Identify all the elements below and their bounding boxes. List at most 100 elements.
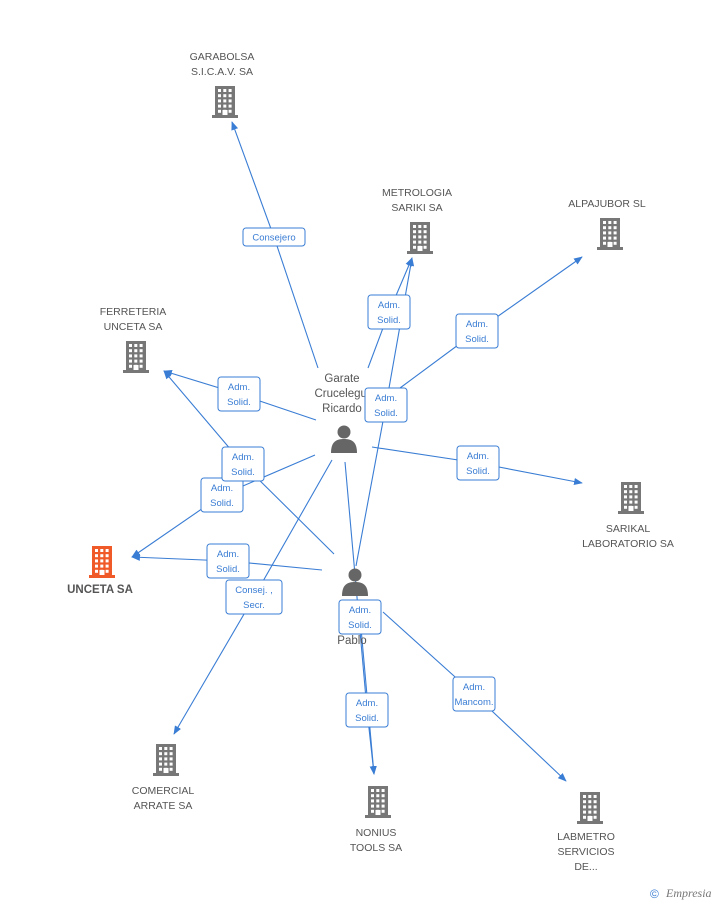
- company-node-unceta[interactable]: UNCETA SA: [67, 546, 133, 596]
- company-label-line: ALPAJUBOR SL: [568, 198, 646, 210]
- relation-label-ricardo-comercial[interactable]: Consej. , Secr.: [225, 579, 283, 615]
- brand-logo-text: Empresia: [665, 886, 712, 900]
- relation-label-pablo-ferreteria[interactable]: Adm.Solid.: [221, 446, 265, 482]
- company-label-line: TOOLS SA: [350, 842, 402, 854]
- relation-text-line: Adm.: [463, 682, 485, 693]
- company-node-nonius[interactable]: NONIUS TOOLS SA: [350, 786, 402, 854]
- relation-text: Adm.Solid.: [466, 451, 490, 477]
- relation-text-line: Adm.: [211, 483, 233, 494]
- relation-label-ricardo-unceta[interactable]: Adm. Solid.: [200, 477, 244, 513]
- person-label-line: Garate: [324, 373, 359, 385]
- company-label-line: METROLOGIA: [382, 187, 452, 199]
- relation-text-line: Adm.: [356, 698, 378, 709]
- person-icon: [331, 425, 357, 453]
- company-label[interactable]: ALPAJUBOR SL: [568, 198, 646, 210]
- building-icon: [123, 341, 149, 373]
- person-icon: [342, 568, 368, 596]
- relation-text-line: Solid.: [465, 334, 489, 345]
- relation-label-ricardo-nonius[interactable]: Adm. Solid.: [345, 692, 389, 728]
- relation-text-line: Solid.: [216, 564, 240, 575]
- relation-text: Adm. Solid.: [210, 483, 234, 509]
- company-node-ferreteria[interactable]: FERRETERIA UNCETA SA: [100, 306, 167, 373]
- relation-text-line: Adm.: [466, 319, 488, 330]
- company-label-line: UNCETA SA: [104, 321, 163, 333]
- building-icon: [407, 222, 433, 254]
- building-icon: [212, 86, 238, 118]
- person-label-line: Crucelegui: [315, 388, 370, 400]
- company-label-line: ARRATE SA: [134, 800, 193, 812]
- company-label-line: COMERCIAL: [132, 785, 195, 797]
- relation-label-pablo-labmetro[interactable]: Adm. Mancom.: [452, 676, 496, 712]
- company-label[interactable]: NONIUS TOOLS SA: [350, 827, 402, 854]
- relation-box: [206, 543, 250, 579]
- relation-text: Adm.Solid.: [374, 393, 398, 419]
- relation-text-line: Consejero: [252, 233, 295, 244]
- relation-box: [242, 227, 306, 247]
- person-label-line: Pablo: [337, 635, 366, 647]
- relation-label-pablo-unceta[interactable]: Adm. Solid.: [206, 543, 250, 579]
- company-label[interactable]: FERRETERIA UNCETA SA: [100, 306, 167, 333]
- building-icon: [89, 546, 115, 578]
- relation-label-pablo-metrologia[interactable]: Adm.Solid.: [364, 387, 408, 423]
- company-label-line: DE...: [574, 861, 597, 873]
- relation-text-line: Consej. ,: [235, 585, 273, 596]
- relation-box: [364, 387, 408, 423]
- relation-box: [455, 313, 499, 349]
- relation-text-line: Solid.: [231, 467, 255, 478]
- relation-box: [367, 294, 411, 330]
- company-label-line: S.I.C.A.V. SA: [191, 66, 253, 78]
- relation-box: [456, 445, 500, 481]
- company-label[interactable]: UNCETA SA: [67, 584, 133, 596]
- relation-text-line: Solid.: [355, 713, 379, 724]
- relation-text-line: Solid.: [348, 620, 372, 631]
- relation-text-line: Adm.: [349, 605, 371, 616]
- relation-label-ricardo-alpajubor[interactable]: Adm. Solid.: [455, 313, 499, 349]
- relation-label-ricardo-sarikal[interactable]: Adm.Solid.: [456, 445, 500, 481]
- edges-layer: [131, 121, 583, 782]
- company-label-line: NONIUS: [356, 827, 397, 839]
- relation-box: [338, 599, 382, 635]
- relation-text: Adm. Mancom.: [454, 682, 493, 708]
- relation-label-pablo-nonius[interactable]: Adm. Solid.: [338, 599, 382, 635]
- relation-text-line: Mancom.: [454, 697, 493, 708]
- relation-text: Consej. , Secr.: [235, 585, 273, 611]
- footer: © Empresia: [650, 886, 712, 901]
- relation-box: [345, 692, 389, 728]
- company-label-line: FERRETERIA: [100, 306, 167, 318]
- relation-label-ricardo-ferreteria[interactable]: Adm.Solid.: [217, 376, 261, 412]
- relation-text-line: Solid.: [227, 397, 251, 408]
- relation-label-ricardo-metrologia[interactable]: Adm. Solid.: [367, 294, 411, 330]
- building-icon: [365, 786, 391, 818]
- company-label-line: UNCETA SA: [67, 584, 133, 596]
- building-icon: [597, 218, 623, 250]
- relation-text: Adm. Solid.: [355, 698, 379, 724]
- relation-text-line: Solid.: [374, 408, 398, 419]
- company-node-alpajubor[interactable]: ALPAJUBOR SL: [568, 198, 646, 250]
- relation-text: Adm. Solid.: [377, 300, 401, 326]
- company-label-line: LABORATORIO SA: [582, 538, 674, 550]
- company-node-comercial[interactable]: COMERCIAL ARRATE SA: [132, 744, 195, 812]
- relation-text-line: Adm.: [378, 300, 400, 311]
- relation-text: Adm. Solid.: [348, 605, 372, 631]
- relation-box: [221, 446, 265, 482]
- relation-text-line: Adm.: [217, 549, 239, 560]
- relation-label-ricardo-garabolsa[interactable]: Consejero: [242, 227, 306, 247]
- company-label-line: LABMETRO: [557, 831, 615, 843]
- company-label[interactable]: COMERCIAL ARRATE SA: [132, 785, 195, 812]
- building-icon: [577, 792, 603, 824]
- relation-text-line: Solid.: [210, 498, 234, 509]
- relation-text-line: Secr.: [243, 600, 265, 611]
- relation-text-line: Solid.: [377, 315, 401, 326]
